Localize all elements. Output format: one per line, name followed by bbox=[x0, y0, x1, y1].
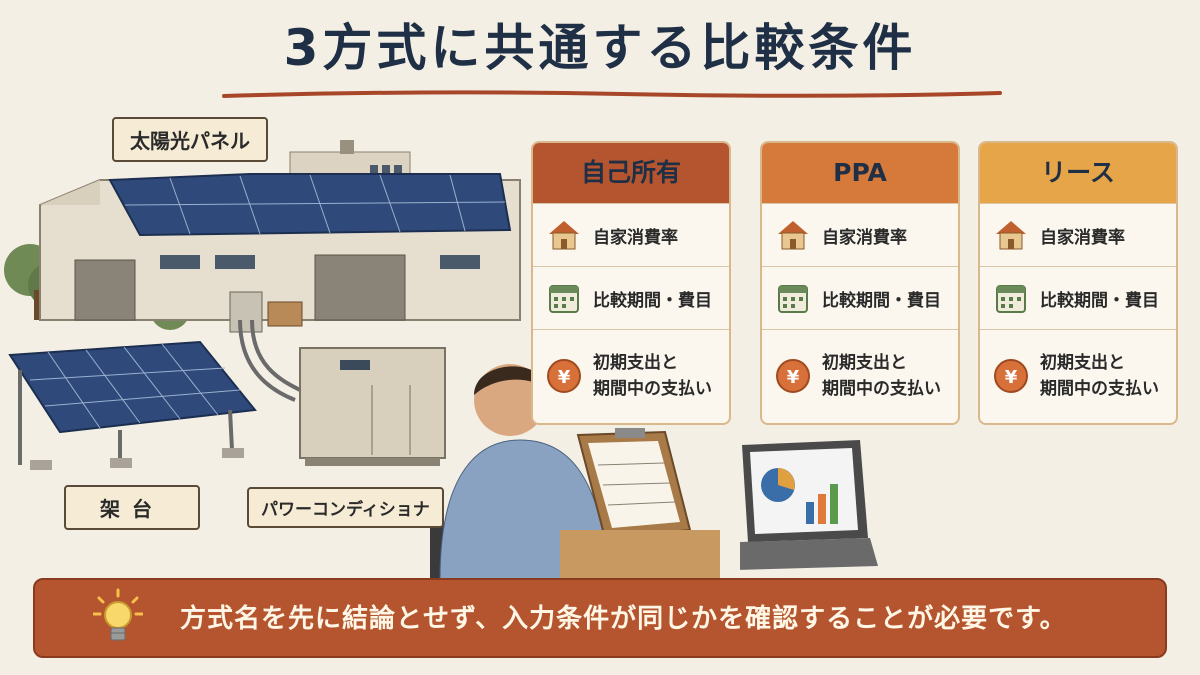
factory-scene-illustration bbox=[4, 140, 720, 580]
row-label: 比較期間・費目 bbox=[593, 290, 712, 311]
row-label-line1: 初期支出と bbox=[822, 353, 907, 373]
svg-text:¥: ¥ bbox=[1005, 367, 1018, 388]
row-label: 比較期間・費目 bbox=[822, 290, 941, 311]
row-payment: ¥ 初期支出と期間中の支払い bbox=[533, 329, 729, 422]
title-underline bbox=[222, 90, 1002, 98]
calendar-icon bbox=[549, 285, 579, 313]
house-icon bbox=[778, 221, 808, 250]
row-self-consumption: 自家消費率 bbox=[533, 203, 729, 266]
card-header: 自己所有 bbox=[533, 143, 729, 203]
row-label: 自家消費率 bbox=[1040, 227, 1125, 248]
svg-text:¥: ¥ bbox=[558, 367, 571, 388]
row-period-cost: 比較期間・費目 bbox=[762, 266, 958, 329]
row-self-consumption: 自家消費率 bbox=[980, 203, 1176, 266]
row-period-cost: 比較期間・費目 bbox=[533, 266, 729, 329]
yen-coin-icon: ¥ bbox=[776, 359, 810, 393]
row-label-line1: 初期支出と bbox=[593, 353, 678, 373]
factory-building bbox=[39, 140, 521, 333]
lightbulb-icon bbox=[93, 588, 143, 641]
yen-coin-icon: ¥ bbox=[547, 359, 581, 393]
laptop-screen-chart bbox=[740, 440, 878, 570]
row-label-line2: 期間中の支払い bbox=[822, 379, 941, 399]
row-label: 自家消費率 bbox=[822, 227, 907, 248]
svg-text:¥: ¥ bbox=[787, 367, 800, 388]
roof-solar-panels bbox=[108, 173, 512, 237]
card-lease: リース 自家消費率 比較期間・費目 ¥ 初期支出と期間中の支払い bbox=[978, 141, 1178, 425]
yen-coin-icon: ¥ bbox=[994, 359, 1028, 393]
house-icon bbox=[996, 221, 1026, 250]
card-header: リース bbox=[980, 143, 1176, 203]
calendar-icon bbox=[778, 285, 808, 313]
label-power-conditioner: パワーコンディショナ bbox=[247, 487, 444, 528]
ground-mounted-solar-array bbox=[8, 340, 257, 470]
banner-text: 方式名を先に結論とせず、入力条件が同じかを確認することが必要です。 bbox=[180, 604, 1067, 634]
row-label-line1: 初期支出と bbox=[1040, 353, 1125, 373]
card-ppa: PPA 自家消費率 比較期間・費目 ¥ 初期支出と期間中の支払い bbox=[760, 141, 960, 425]
row-payment: ¥ 初期支出と期間中の支払い bbox=[980, 329, 1176, 422]
clipboard-checklist bbox=[576, 428, 692, 540]
label-rack: 架台 bbox=[64, 485, 200, 530]
card-header: PPA bbox=[762, 143, 958, 203]
row-self-consumption: 自家消費率 bbox=[762, 203, 958, 266]
card-self-owned: 自己所有 自家消費率 比較期間・費目 ¥ 初期支出と期間中の支払い bbox=[531, 141, 731, 425]
row-payment: ¥ 初期支出と期間中の支払い bbox=[762, 329, 958, 422]
row-label-line2: 期間中の支払い bbox=[593, 379, 712, 399]
row-label-line2: 期間中の支払い bbox=[1040, 379, 1159, 399]
row-period-cost: 比較期間・費目 bbox=[980, 266, 1176, 329]
conclusion-banner: 方式名を先に結論とせず、入力条件が同じかを確認することが必要です。 bbox=[33, 578, 1167, 658]
label-solar-panel: 太陽光パネル bbox=[112, 117, 268, 162]
page-title: 3方式に共通する比較条件 bbox=[283, 19, 917, 77]
house-icon bbox=[549, 221, 579, 250]
calendar-icon bbox=[996, 285, 1026, 313]
row-label: 自家消費率 bbox=[593, 227, 678, 248]
power-conditioner-cabinet bbox=[299, 347, 446, 466]
row-label: 比較期間・費目 bbox=[1040, 290, 1159, 311]
